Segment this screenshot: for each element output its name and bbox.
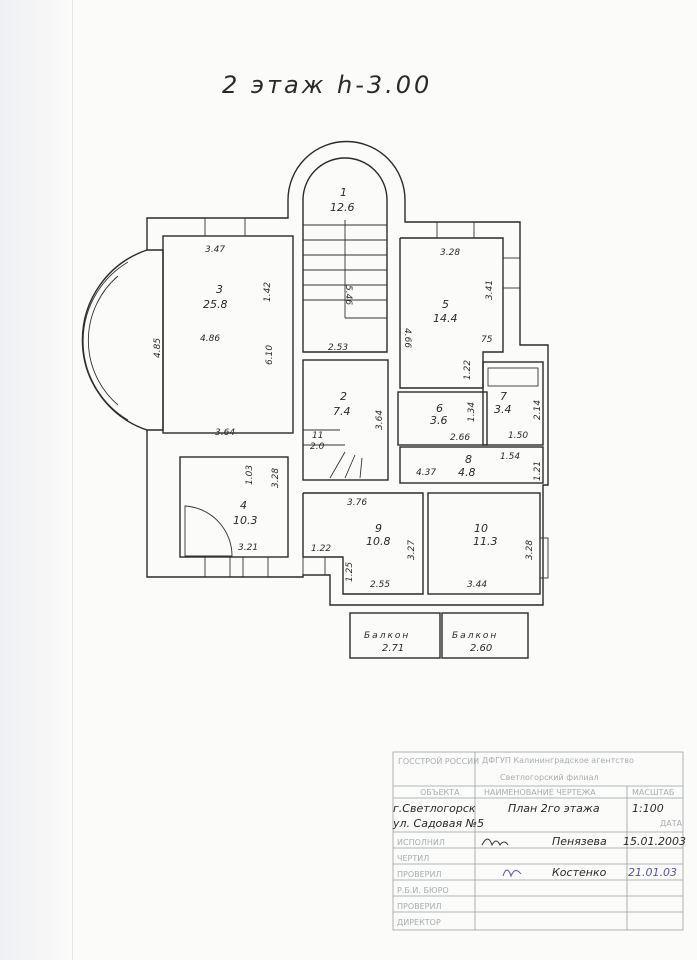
stamp-col-date: ДАТА: [660, 819, 683, 828]
dim: 3.47: [205, 245, 225, 255]
stamp-checker: Костенко: [552, 866, 607, 879]
room-6-area: 3.6: [430, 414, 448, 427]
dim: 2.66: [450, 433, 470, 443]
room-6-number: 6: [436, 402, 443, 415]
stamp-role: ДИРЕКТОР: [397, 918, 441, 927]
room-11-area: 2.0: [310, 442, 325, 452]
balcony-2-label: Балкон: [452, 631, 498, 641]
dim: 5.46: [343, 285, 353, 305]
room-labels: 1 12.6 2 7.4 3 25.8 4 10.3 5 14.4 6 3.6 …: [203, 186, 512, 654]
stamp-executor: Пенязева: [552, 835, 607, 848]
dim: 1.22: [463, 360, 473, 380]
stamp-role: ПРОВЕРИЛ: [397, 870, 442, 879]
checker-signature: [502, 869, 522, 878]
room-9-number: 9: [375, 522, 382, 535]
stamp-checker-date: 21.01.03: [628, 866, 677, 879]
stamp-col-object: ОБЪЕКТА: [420, 788, 460, 797]
dim: 2.14: [533, 400, 543, 420]
stamp-scale: 1:100: [632, 802, 664, 815]
dim: 3.44: [467, 580, 487, 590]
balcony-1-area: 2.71: [382, 643, 404, 654]
stamp-org-left: ГОССТРОЙ РОССИИ: [398, 755, 479, 766]
room-3-area: 25.8: [203, 298, 228, 311]
dim: 3.28: [440, 248, 460, 258]
room-5-number: 5: [442, 298, 449, 311]
dim: 75: [481, 335, 493, 345]
dim: 4.86: [200, 334, 220, 344]
stamp-address-street: ул. Садовая №5: [392, 817, 484, 830]
plan-title: 2 этаж h-3.00: [222, 71, 432, 99]
room-7-number: 7: [500, 390, 507, 403]
balcony-1-label: Балкон: [364, 631, 410, 641]
stamp-role: Р.Б.И. БЮРО: [397, 886, 449, 895]
dim: 2.55: [370, 580, 390, 590]
stamp-role: ПРОВЕРИЛ: [397, 902, 442, 911]
dim: 1.34: [467, 402, 477, 422]
dim: 3.21: [238, 543, 258, 553]
dim: 3.64: [375, 410, 385, 430]
dim: 1.50: [508, 431, 528, 441]
room-8-number: 8: [465, 453, 472, 466]
room-4-area: 10.3: [233, 514, 258, 527]
dimension-labels: 3.47 1.42 4.85 4.86 6.10 3.64 5.46 2.53 …: [153, 245, 543, 590]
stamp-col-drawing: НАИМЕНОВАНИЕ ЧЕРТЕЖА: [484, 788, 596, 797]
stamp-col-scale: МАСШТАБ: [632, 788, 674, 797]
dim: 4.85: [153, 338, 163, 358]
room-1-number: 1: [340, 186, 347, 199]
room-1-area: 12.6: [330, 201, 355, 214]
stamp-role: ЧЕРТИЛ: [397, 854, 429, 863]
stamp-executor-date: 15.01.2003: [623, 835, 686, 848]
room-11-number: 11: [312, 431, 323, 441]
stamp-address-city: г.Светлогорск: [393, 802, 476, 815]
balcony-2-area: 2.60: [470, 643, 492, 654]
dim: 3.41: [485, 280, 495, 300]
dim: 1.22: [311, 544, 331, 554]
dim: 3.27: [407, 540, 417, 560]
dim: 6.10: [265, 345, 275, 365]
stamp-role: ИСПОЛНИЛ: [397, 838, 445, 847]
dim: 2.53: [328, 343, 348, 353]
dim: 4.37: [416, 468, 436, 478]
dim: 3.64: [215, 428, 235, 438]
stamp-branch: Светлогорский филиал: [500, 773, 599, 782]
room-8-area: 4.8: [458, 466, 476, 479]
room-7-area: 3.4: [494, 403, 512, 416]
room-4-number: 4: [240, 499, 247, 512]
stamp-drawing-name: План 2го этажа: [508, 802, 600, 815]
room-9-area: 10.8: [366, 535, 391, 548]
walls: [81, 140, 549, 659]
stamp-org-right: ДФГУП Калининградское агентство: [482, 756, 634, 765]
dim: 1.54: [500, 452, 520, 462]
room-3-number: 3: [216, 283, 223, 296]
dim: 3.28: [525, 540, 535, 560]
room-2-area: 7.4: [333, 405, 351, 418]
binding-edge: [0, 0, 73, 960]
dim: 3.76: [347, 498, 367, 508]
title-block-stamp: ГОССТРОЙ РОССИИ ДФГУП Калининградское аг…: [392, 751, 686, 931]
dim: 1.25: [345, 562, 355, 582]
room-5-area: 14.4: [433, 312, 458, 325]
dim: 4.66: [402, 328, 412, 348]
dim: 3.28: [271, 468, 281, 488]
room-10-area: 11.3: [473, 535, 498, 548]
dim: 1.42: [263, 282, 273, 302]
room-2-number: 2: [340, 390, 347, 403]
room-10-number: 10: [474, 522, 488, 535]
executor-signature: [481, 838, 509, 847]
dim: 1.21: [533, 461, 543, 481]
dim: 1.03: [245, 465, 255, 485]
